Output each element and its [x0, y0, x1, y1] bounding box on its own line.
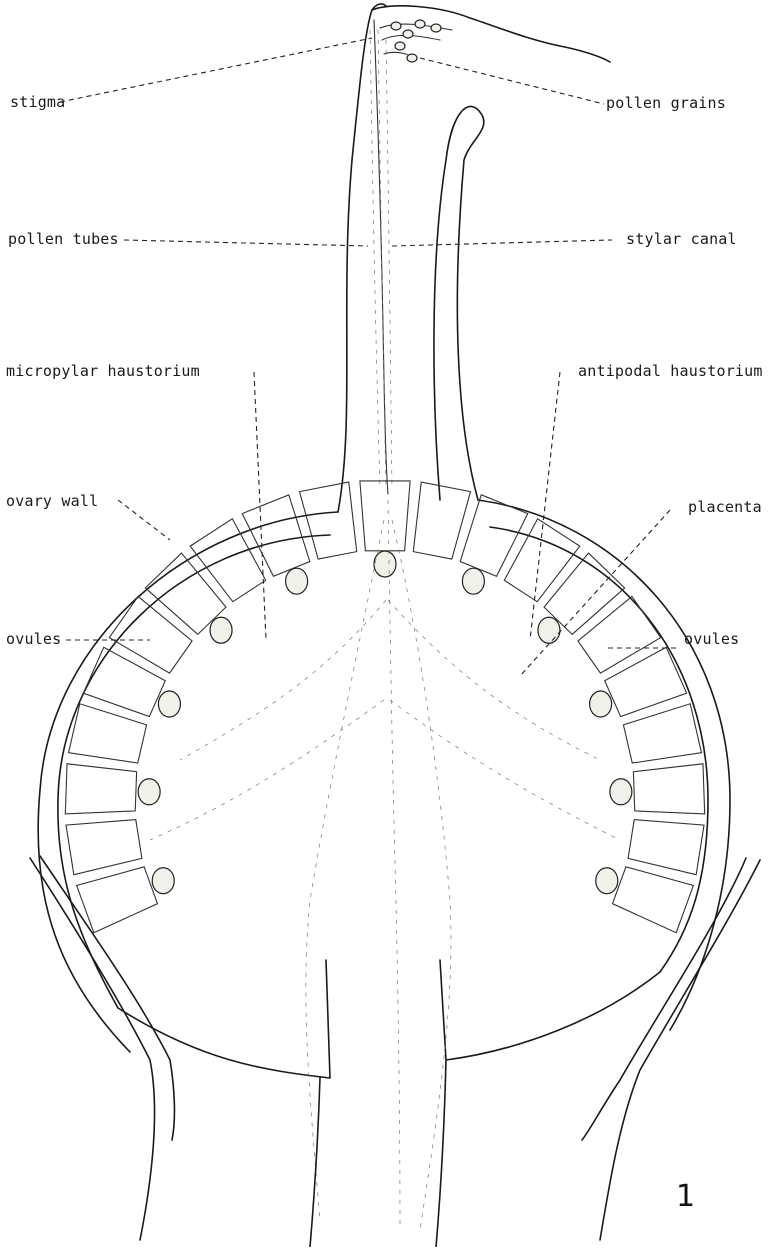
ovule-cell [413, 482, 470, 559]
style-outline [338, 4, 484, 512]
ovule-cell [460, 495, 528, 576]
leader-lines [60, 38, 676, 676]
haustorium-nucleus [538, 617, 560, 643]
label-pollen-tubes: pollen tubes [8, 232, 119, 247]
ovule-cells [65, 481, 704, 933]
label-stigma: stigma [10, 95, 65, 110]
ovule-cell [633, 764, 704, 814]
left-bract [30, 856, 174, 1240]
ovary-wall-inner [58, 527, 708, 1008]
haustorium-nucleus [152, 868, 174, 894]
haustorium-nucleus [596, 868, 618, 894]
stylar-canal [374, 20, 388, 494]
ovule-cell [190, 519, 266, 602]
haustorium-nucleus [462, 568, 484, 594]
ovule-cell [623, 704, 701, 763]
haustorium-nucleus [286, 568, 308, 594]
right-bract [582, 858, 760, 1240]
label-antipodal-haustorium: antipodal haustorium [578, 364, 763, 379]
ovary-section-base-right [440, 960, 660, 1060]
ovule-cell [578, 596, 661, 673]
label-micropylar-haustorium: micropylar haustorium [6, 364, 200, 379]
placenta-fibres [150, 500, 620, 1230]
label-pollen-grains: pollen grains [606, 96, 726, 111]
ovary-wall-outer [38, 500, 730, 1052]
ovule-cell [66, 820, 142, 875]
haustorium-nucleus [138, 779, 160, 805]
haustorium-nucleus [374, 551, 396, 577]
ovule-cell [612, 867, 693, 933]
figure-number: 1 [676, 1182, 695, 1212]
haustorium-nucleus [210, 617, 232, 643]
pollen-tube-bundle [370, 30, 392, 490]
ovule-cell [242, 495, 310, 576]
haustorium-nucleus [610, 779, 632, 805]
label-ovules-right: ovules [684, 632, 739, 647]
label-stylar-canal: stylar canal [626, 232, 737, 247]
haustorium-nucleus [158, 691, 180, 717]
ovule-cell [83, 647, 165, 716]
ovule-cell [360, 481, 410, 551]
ovule-cell [628, 820, 704, 875]
label-ovules-left: ovules [6, 632, 61, 647]
ovule-cell [65, 764, 136, 814]
pedicel [310, 1060, 446, 1247]
ovule-cell [299, 482, 356, 559]
ovule-cell [77, 867, 158, 933]
ovule-cell [69, 704, 147, 763]
label-placenta: placenta [688, 500, 762, 515]
label-ovary-wall: ovary wall [6, 494, 98, 509]
haustorium-nucleus [590, 691, 612, 717]
pollen-grains [391, 20, 441, 62]
